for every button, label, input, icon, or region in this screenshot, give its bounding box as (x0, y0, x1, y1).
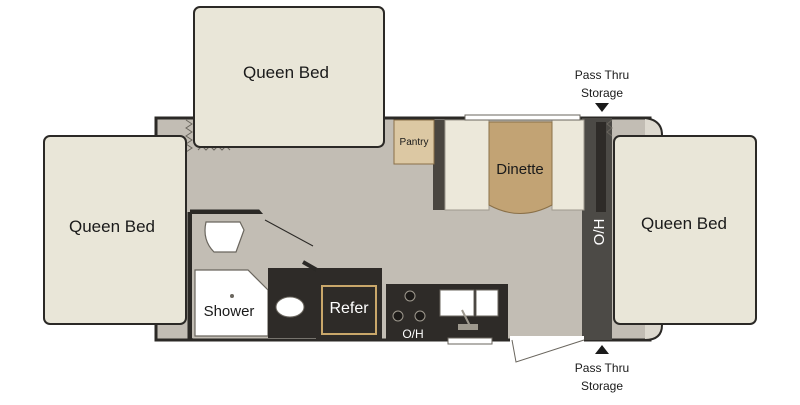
storage-top-line2: Storage (581, 86, 623, 100)
zigzag-left-top (185, 119, 193, 153)
dinette-seat-right (551, 119, 585, 211)
bathroom-door-swing (264, 219, 314, 247)
queen-bed-top-label: Queen Bed (243, 63, 329, 82)
burner-3 (414, 310, 426, 322)
dinette-area: Dinette (433, 114, 585, 214)
dinette-back-wall (433, 120, 445, 210)
bath-sink (275, 296, 305, 318)
queen-bed-left-box (43, 135, 187, 325)
door-opening (510, 336, 584, 342)
kitchen-sink-left (439, 289, 475, 317)
kitchen-sink-right (475, 289, 499, 317)
pantry-label: Pantry (400, 137, 429, 148)
pantry: Pantry (393, 119, 435, 165)
faucet (461, 309, 471, 327)
burner-2 (392, 310, 404, 322)
queen-bed-top-box (193, 6, 385, 148)
refer-label: Refer (329, 300, 369, 317)
queen-bed-left: Queen Bed (43, 135, 187, 325)
entry-door (447, 336, 585, 363)
dinette-table (488, 121, 553, 214)
toilet (204, 221, 245, 253)
bath-sink-cabinet (268, 268, 316, 338)
queen-bed-right-label: Queen Bed (641, 214, 727, 233)
refrigerator: Refer (302, 260, 382, 340)
pass-thru-strip-edge (596, 122, 606, 212)
storage-top-arrow-icon (595, 103, 609, 112)
refer-wall (302, 260, 318, 272)
dinette-label: Dinette (496, 161, 544, 178)
storage-bottom-line1: Pass Thru (575, 361, 629, 375)
pass-thru-storage-bottom: Pass Thru Storage (575, 345, 629, 393)
queen-bed-top: Queen Bed (193, 6, 385, 148)
overhead-label: O/H (402, 327, 423, 341)
step (447, 337, 493, 345)
kitchen-counter: O/H (386, 284, 508, 341)
dinette-seat-left (444, 119, 490, 211)
refer-box (316, 268, 382, 340)
storage-bottom-line2: Storage (581, 379, 623, 393)
zigzag-right (606, 119, 613, 137)
storage-top-line1: Pass Thru (575, 68, 629, 82)
pantry-box (393, 119, 435, 165)
burner-1 (404, 290, 416, 302)
storage-bottom-arrow-icon (595, 345, 609, 354)
counter-edge (458, 324, 478, 330)
door-swing (511, 339, 585, 363)
queen-bed-right: Queen Bed (613, 135, 757, 325)
window-top (464, 114, 581, 121)
refer-door (321, 285, 377, 335)
shower-label: Shower (204, 303, 255, 320)
shower-drain (230, 294, 234, 298)
pass-thru-storage-top: Pass Thru Storage (575, 68, 629, 112)
queen-bed-right-box (613, 135, 757, 325)
queen-bed-left-label: Queen Bed (69, 217, 155, 236)
overhead-vertical-label: O/H (591, 219, 608, 246)
